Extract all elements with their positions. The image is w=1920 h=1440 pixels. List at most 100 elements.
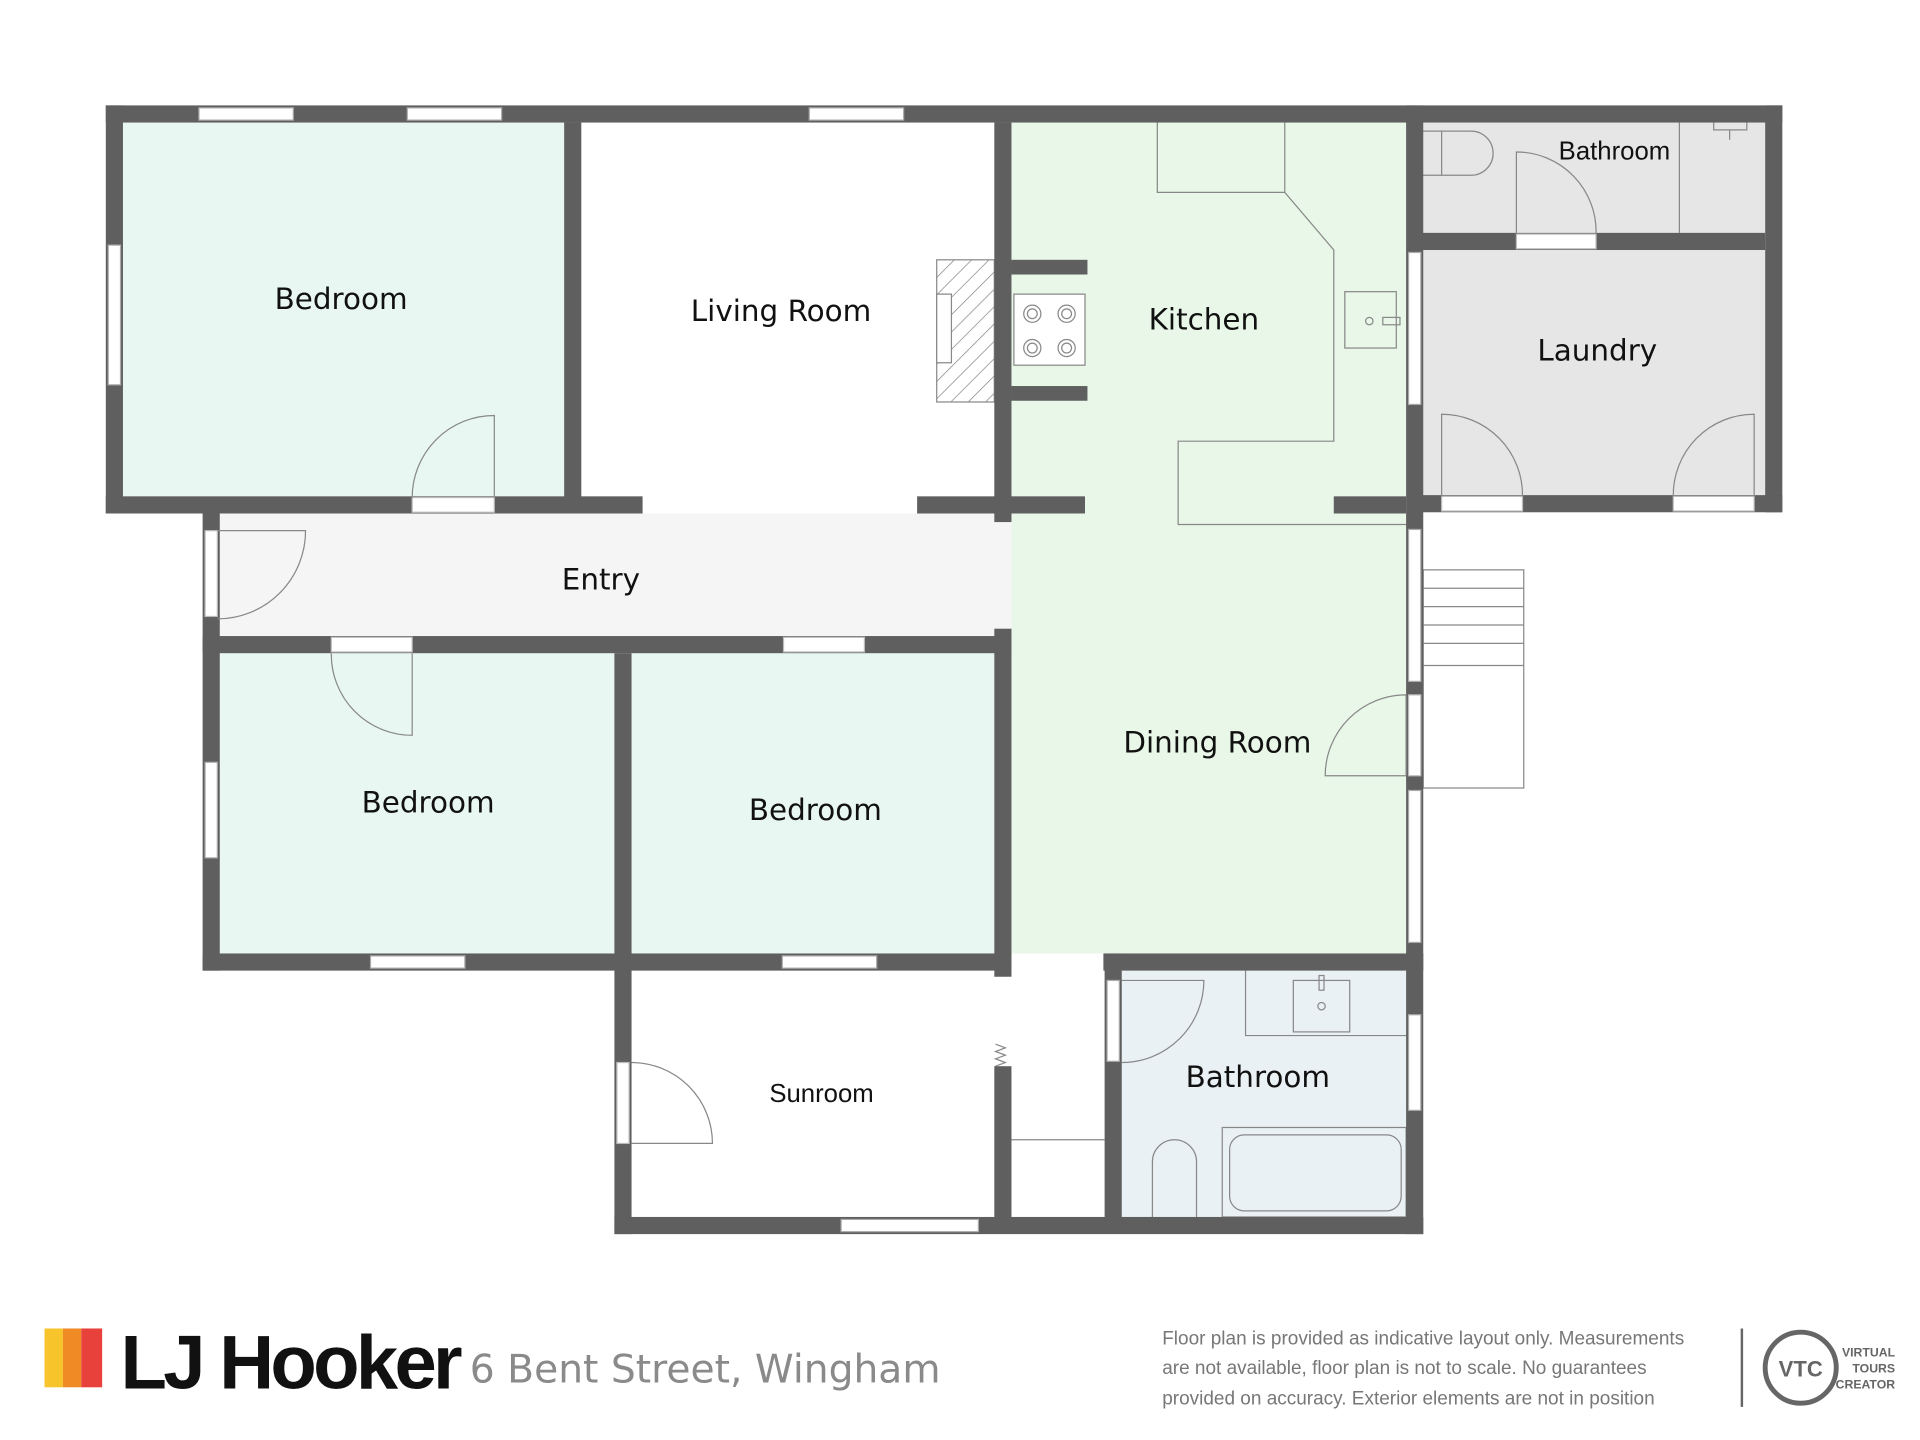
window: [1407, 1014, 1422, 1111]
basin-icon: [1292, 979, 1351, 1033]
window: [1106, 979, 1120, 1062]
wall: [994, 122, 1012, 523]
exterior-steps: [1422, 569, 1525, 789]
door-swing: [1324, 694, 1407, 777]
door-opening: [411, 496, 495, 513]
property-address: 6 Bent Street, Wingham: [470, 1347, 941, 1392]
brand-name: LJ Hooker: [121, 1321, 463, 1406]
disclaimer-line: are not available, floor plan is not to …: [1162, 1358, 1646, 1379]
room-label-kitchen: Kitchen: [1149, 303, 1260, 337]
window: [406, 107, 503, 121]
door-opening: [204, 530, 218, 618]
living-room-area: [581, 122, 995, 513]
window: [840, 1218, 979, 1233]
windows: [107, 107, 1422, 1233]
stair-marker: [993, 1043, 1008, 1067]
vtc-name: TOURS: [1852, 1362, 1895, 1376]
window: [198, 107, 294, 121]
logo-bar-red: [81, 1328, 103, 1388]
cooktop-wall-top: [1011, 259, 1088, 275]
window: [808, 107, 905, 121]
door-opening: [1672, 495, 1755, 512]
room-label-sunroom: Sunroom: [769, 1080, 873, 1108]
kitchen-sink-icon: [1344, 291, 1397, 349]
wall: [105, 496, 643, 514]
entry-area: [219, 513, 1012, 637]
wall: [614, 1216, 1424, 1235]
window: [1407, 528, 1422, 683]
bedroom-2-area: [219, 653, 615, 954]
bedroom-3-area: [631, 653, 995, 954]
wall: [202, 953, 1012, 971]
wall: [1765, 105, 1783, 513]
door-opening: [1441, 495, 1524, 512]
vtc-logo: VTC VIRTUAL TOURS CREATOR: [1762, 1329, 1896, 1406]
vtc-name: VIRTUAL: [1842, 1346, 1896, 1360]
door-swing: [1515, 151, 1597, 235]
window: [369, 955, 466, 969]
room-label-laundry: Laundry: [1537, 333, 1657, 367]
fixtures: [936, 122, 1748, 1218]
door-opening: [1407, 694, 1422, 777]
door-swing: [411, 414, 495, 498]
door-swing: [330, 653, 413, 736]
kitchen-bench: [1156, 122, 1407, 526]
disclaimer-line: Floor plan is provided as indicative lay…: [1162, 1328, 1684, 1349]
doors: [204, 151, 1755, 1145]
tap: [1382, 316, 1401, 326]
door-opening: [616, 1061, 630, 1145]
bathroom-2-area: [1121, 970, 1407, 1217]
window: [1407, 251, 1422, 406]
cooktop-wall-bottom: [1011, 386, 1088, 401]
room-label-bedroom: Bedroom: [275, 282, 408, 316]
disclaimer-line: provided on accuracy. Exterior elements …: [1162, 1388, 1654, 1409]
front-door-swing: [217, 530, 307, 620]
room-label-bedroom: Bedroom: [362, 786, 495, 820]
basin-drain: [1317, 1001, 1326, 1011]
room-label-bathroom: Bathroom: [1559, 137, 1671, 165]
window: [781, 955, 878, 969]
wall: [994, 628, 1012, 977]
bathtub-icon: [1229, 1134, 1402, 1212]
wall: [105, 105, 1783, 123]
vtc-mark: VTC: [1779, 1356, 1823, 1381]
door-swing: [1441, 413, 1524, 497]
door-swing: [1672, 413, 1755, 497]
wall: [614, 653, 632, 1235]
laundry-area: [1422, 250, 1766, 496]
room-label-bedroom: Bedroom: [749, 793, 882, 827]
logo-bar-orange: [62, 1328, 82, 1388]
wall: [1103, 953, 1424, 971]
wall: [994, 1066, 1012, 1226]
toilet-2-icon: [1151, 1139, 1198, 1217]
sink-drain: [1365, 316, 1374, 326]
room-label-living-room: Living Room: [691, 294, 872, 328]
bedroom-1-area: [122, 122, 565, 498]
room-label-bathroom: Bathroom: [1186, 1060, 1330, 1094]
footer: LJ Hooker 6 Bent Street, Wingham Floor p…: [44, 1321, 1896, 1409]
room-labels: Bedroom Living Room Kitchen Bathroom Lau…: [275, 137, 1671, 1107]
vtc-circle: [1762, 1329, 1839, 1406]
door-opening: [1515, 233, 1597, 250]
sunroom-area: [631, 970, 995, 1217]
room-label-dining-room: Dining Room: [1123, 725, 1311, 759]
door-opening: [330, 636, 413, 653]
window: [1407, 789, 1422, 944]
fireplace-icon: [936, 259, 995, 403]
vanity: [1244, 970, 1407, 1037]
bathroom-1-area: [1422, 122, 1766, 233]
toilet-icon: [1422, 130, 1494, 176]
room-label-entry: Entry: [562, 562, 640, 596]
vtc-name: CREATOR: [1836, 1378, 1896, 1392]
kitchen-dining-area: [1011, 122, 1407, 954]
basin-tap: [1318, 974, 1325, 991]
cooktop-icon: [1013, 293, 1086, 366]
room-fills: [122, 122, 1766, 1217]
wall: [564, 122, 582, 514]
wall: [202, 636, 1012, 654]
window: [107, 244, 122, 386]
door-swing: [631, 1061, 714, 1145]
shower-head-icon: [1713, 122, 1748, 140]
lj-hooker-logo: LJ Hooker: [44, 1321, 466, 1406]
